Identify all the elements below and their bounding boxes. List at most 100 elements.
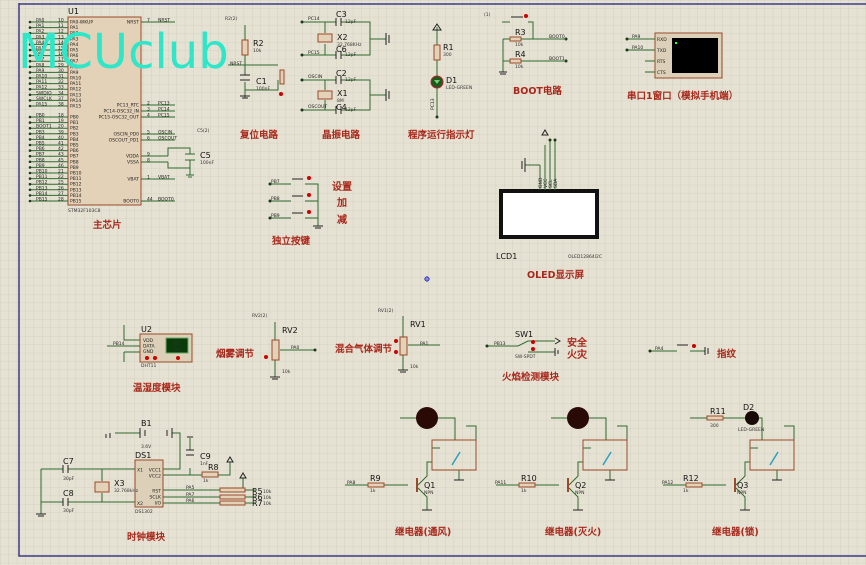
mcu-net-label: VBAT [158, 175, 170, 181]
parts-r7-ref: R7 [252, 499, 263, 508]
parts-r1-ref: R1 [443, 43, 454, 52]
parts-r8-ref: R8 [208, 463, 219, 472]
crystal-circuit[interactable] [300, 18, 390, 114]
mcu-pin-name: OSCOUT_PD1 [109, 138, 140, 144]
parts-r1-value: 300 [443, 52, 452, 58]
nets-pb13: PB13 [494, 341, 506, 347]
mcu-net-label: PA8 [36, 62, 45, 68]
potentiometer-rv1[interactable] [394, 316, 440, 373]
mcu-pin-number: 32 [58, 79, 64, 85]
parts-x2-value: 32.768KHz [337, 42, 362, 48]
mcu-pin-number: 1 [147, 175, 150, 181]
parts-c6-value: 12pF [345, 52, 357, 58]
nets-nrst: NRST [230, 61, 242, 67]
run-led-circuit[interactable] [430, 23, 444, 119]
mcu-net-label: PA11 [36, 79, 47, 85]
mcu-net-label: PB4 [36, 135, 45, 141]
titles-keys: 独立按键 [271, 235, 311, 247]
mcu-pin-number: 41 [58, 141, 64, 147]
mcu-net-label: PB7 [36, 152, 45, 158]
mcu-pin-name: PB6 [70, 148, 79, 154]
relay-circuit[interactable] [496, 407, 628, 511]
nets-pa12: PA12 [662, 480, 673, 486]
parts-c3-ref: C3 [336, 10, 347, 19]
ds1302-pin-label: X2 [137, 501, 143, 507]
ds1302-pin-label: X1 [137, 468, 143, 474]
dht11-sensor[interactable] [107, 325, 193, 363]
key-buttons[interactable] [268, 176, 324, 229]
flame-switch[interactable] [485, 337, 561, 356]
mcu-pin-name: VSSA [127, 160, 140, 166]
parts-d1-ref: D1 [446, 76, 457, 85]
parts-x1-ref: X1 [337, 89, 348, 98]
mcu-pin-number: 12 [58, 29, 64, 35]
mcu-net-label: PB1 [36, 118, 45, 124]
reset-circuit[interactable] [228, 25, 285, 99]
virtual-terminal[interactable] [625, 32, 723, 79]
relay-circuit[interactable] [345, 407, 477, 511]
mcu-pin-number: 26 [58, 185, 64, 191]
nets-oscin: OSCIN [308, 74, 322, 80]
mcu-pin-name: PB3 [70, 131, 79, 137]
parts-rv1-ref: RV1 [410, 320, 426, 329]
parts-rv2-value: 10k [282, 369, 291, 375]
fingerprint-button[interactable] [648, 344, 709, 355]
clock-module[interactable] [36, 428, 255, 517]
nets-c5-probe: C5(2) [197, 128, 210, 134]
mcu-pin-name: PA11 [70, 81, 81, 87]
parts-ds1-ref: DS1 [135, 451, 151, 460]
labels-safe: 安全 [567, 336, 588, 349]
uart-pin-label: CTS [657, 70, 666, 76]
mcu-net-label: PA4 [36, 40, 45, 46]
potentiometer-rv2[interactable] [264, 322, 317, 380]
mcu-pin-name: PA0-WKUP [70, 20, 93, 26]
oled-display[interactable] [499, 129, 599, 239]
ds1302-pin-label: VCC2 [149, 474, 161, 480]
parts-r9-ref: R9 [370, 474, 381, 483]
titles-boot: BOOT电路 [513, 85, 562, 97]
mcu-pin-name: PA12 [70, 87, 81, 93]
parts-c7-ref: C7 [63, 457, 74, 466]
mcu-net-label: PA10 [36, 74, 47, 80]
nets-pc14: PC14 [308, 16, 320, 22]
titles-flame: 火焰检测模块 [502, 371, 560, 383]
parts-c1-value: 100nF [256, 86, 270, 92]
mcu-pin-name: PA2 [70, 31, 79, 37]
mcu-net-label: SWDIO [36, 90, 52, 96]
mcu-pin-number: 7 [147, 18, 150, 24]
parts-x3-value: 32.768kHz [114, 488, 139, 494]
boot-circuit[interactable] [499, 14, 568, 75]
mcu-net-label: PB0 [36, 113, 45, 119]
mcu-pin-number: 43 [58, 152, 64, 158]
parts-d2-ref: D2 [743, 403, 754, 412]
mcu-net-label: PB11 [36, 174, 48, 180]
nets-pa4: PA4 [655, 346, 664, 352]
titles-reset: 复位电路 [239, 129, 279, 141]
parts-r5-value: 10k [263, 489, 272, 495]
relay-circuit[interactable] [663, 411, 795, 511]
titles-relay-fan: 继电器(通风) [395, 526, 451, 538]
parts-x1-value: 8M [337, 98, 344, 104]
mcu-pin-name: PA14 [70, 98, 81, 104]
parts-r11-ref: R11 [710, 407, 726, 416]
mcu-pin-name: PB9 [70, 165, 79, 171]
nets-pa0: PA0 [291, 345, 300, 351]
nets-pa10: PA10 [632, 45, 643, 51]
mcu-body[interactable] [67, 16, 142, 206]
parts-lcd1-ref: LCD1 [496, 252, 517, 261]
mcu-net-label: PC13 [158, 101, 170, 107]
mcu-pin-name: PB7 [70, 154, 79, 160]
mcu-pin-number: 33 [58, 85, 64, 91]
mcu-net-label: PA0 [36, 18, 45, 24]
nets-pa9: PA9 [632, 34, 641, 40]
mcu-pin-number: 8 [147, 158, 150, 164]
mcu-pin-number: 9 [147, 152, 150, 158]
parts-b1-value: 3.6V [141, 444, 152, 450]
nets-pa6: PA6 [186, 498, 195, 504]
nets-pb8: PB8 [271, 196, 280, 202]
mcu-net-label: PB12 [36, 180, 48, 186]
parts-r6-ref: R6 [252, 493, 263, 502]
labels-sub: 减 [337, 213, 347, 226]
